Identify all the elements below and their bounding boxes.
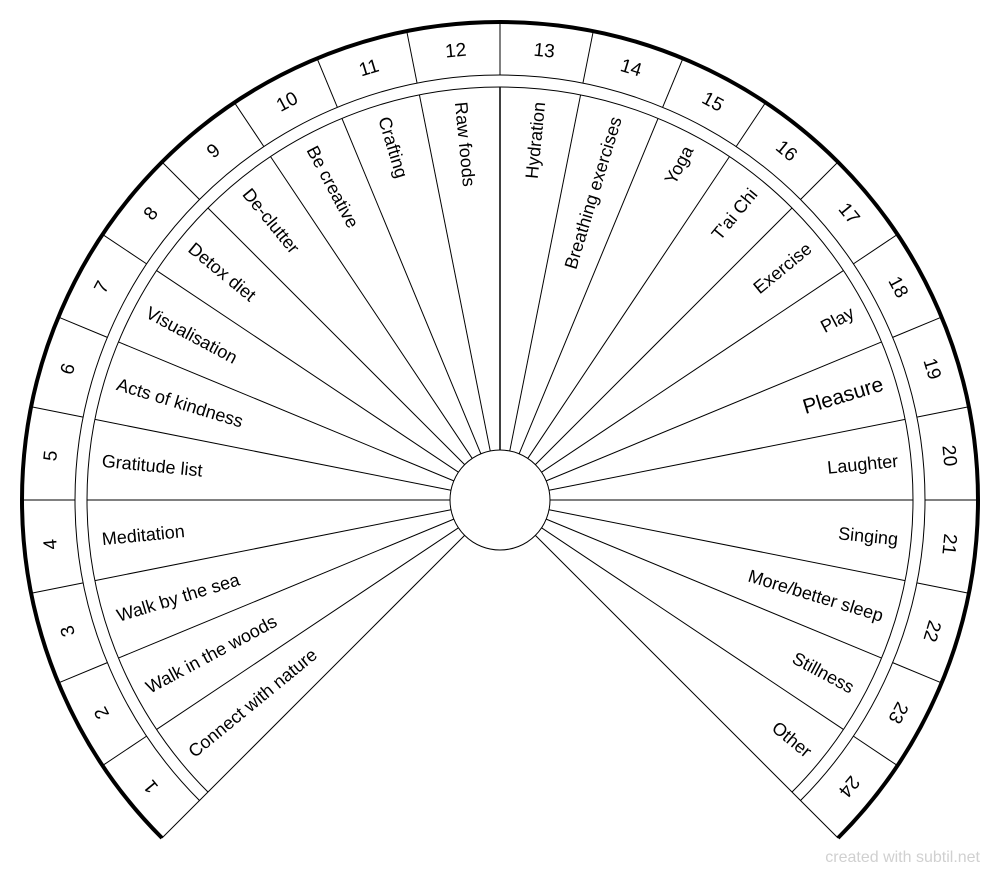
number-divider-line <box>31 406 84 418</box>
sector-label: More/better sleep <box>746 566 886 626</box>
sector-label: Exercise <box>749 239 815 298</box>
number-divider-line <box>102 234 147 265</box>
sector-number: 12 <box>444 40 467 63</box>
spoke-line <box>94 509 452 582</box>
number-divider-line <box>58 662 108 684</box>
number-divider-line <box>853 735 898 766</box>
sector-number: 2 <box>91 703 115 722</box>
sector-label: Play <box>817 303 857 337</box>
sector-number: 8 <box>140 203 163 224</box>
spoke-line <box>541 270 844 473</box>
sector-edge-line <box>161 535 465 839</box>
sector-label: Crafting <box>374 114 411 180</box>
sector-label: Walk by the sea <box>114 569 243 625</box>
number-divider-line <box>102 735 147 766</box>
sector-label: Meditation <box>101 521 186 549</box>
spoke-line <box>548 418 906 491</box>
number-divider-line <box>31 582 84 594</box>
sector-number: 22 <box>918 618 944 644</box>
sector-label: Singing <box>837 523 899 549</box>
sector-label: Gratitude list <box>101 451 204 481</box>
sector-label: Pleasure <box>800 373 886 419</box>
number-divider-line <box>662 58 684 108</box>
spoke-line <box>546 341 882 482</box>
spoke-line <box>535 207 793 465</box>
sector-number: 9 <box>203 140 224 163</box>
sector-number: 3 <box>57 623 80 639</box>
spoke-line <box>156 527 459 730</box>
spoke-line <box>156 270 459 473</box>
sector-label: Stillness <box>789 648 858 697</box>
spoke-line <box>94 418 452 491</box>
sector-number: 1 <box>140 775 163 796</box>
sector-label: De-clutter <box>239 184 304 257</box>
sector-edge-line <box>535 535 839 839</box>
number-divider-line <box>161 161 200 200</box>
number-divider-line <box>916 582 969 594</box>
sector-label: T'ai Chi <box>708 184 762 243</box>
sector-label: Raw foods <box>451 101 479 188</box>
spoke-line <box>118 341 454 482</box>
sector-number: 24 <box>834 771 864 801</box>
spoke-line <box>518 118 659 454</box>
sector-label: Laughter <box>826 451 899 478</box>
sector-number: 10 <box>273 88 302 116</box>
sector-number: 14 <box>618 55 645 81</box>
spoke-line <box>509 94 582 452</box>
sector-label: Breathing exercises <box>561 114 626 271</box>
spoke-line <box>207 207 465 465</box>
number-ring-inner-arc <box>74 74 926 801</box>
sector-number: 16 <box>771 137 801 167</box>
spoke-line <box>541 527 844 730</box>
sector-number: 23 <box>884 698 912 727</box>
number-divider-line <box>234 102 265 147</box>
number-divider-line <box>735 102 766 147</box>
credit-text: created with subtil.net <box>825 849 980 866</box>
sector-number: 5 <box>40 450 62 463</box>
number-divider-line <box>58 316 108 338</box>
spoke-line <box>118 518 454 659</box>
sector-label: Acts of kindness <box>114 374 245 431</box>
outer-arc <box>20 20 980 840</box>
spoke-line <box>270 156 473 459</box>
number-divider-line <box>892 316 942 338</box>
number-divider-line <box>853 234 898 265</box>
number-divider-line <box>582 31 594 84</box>
sector-number: 4 <box>40 537 62 550</box>
sector-number: 18 <box>884 273 912 302</box>
number-divider-line <box>406 31 418 84</box>
sector-label: Yoga <box>661 142 698 188</box>
sector-label: Other <box>768 717 815 761</box>
sector-number: 21 <box>937 533 960 556</box>
number-divider-line <box>316 58 338 108</box>
number-divider-line <box>892 662 942 684</box>
spoke-line <box>548 509 906 582</box>
number-divider-line <box>916 406 969 418</box>
sector-number: 13 <box>533 40 556 63</box>
sector-number: 7 <box>91 278 115 297</box>
hub-circle <box>449 449 551 551</box>
spoke-line <box>341 118 482 454</box>
number-divider-line <box>800 161 839 200</box>
sector-number: 15 <box>698 88 727 116</box>
sector-number: 6 <box>57 361 80 377</box>
spoke-line <box>546 518 882 659</box>
sector-number: 19 <box>918 356 944 382</box>
sector-number: 17 <box>834 199 864 229</box>
spoke-line <box>418 94 491 452</box>
sector-number: 11 <box>357 56 382 82</box>
sector-label: Hydration <box>522 101 549 180</box>
sector-number: 20 <box>937 444 960 467</box>
spoke-line <box>527 156 730 459</box>
